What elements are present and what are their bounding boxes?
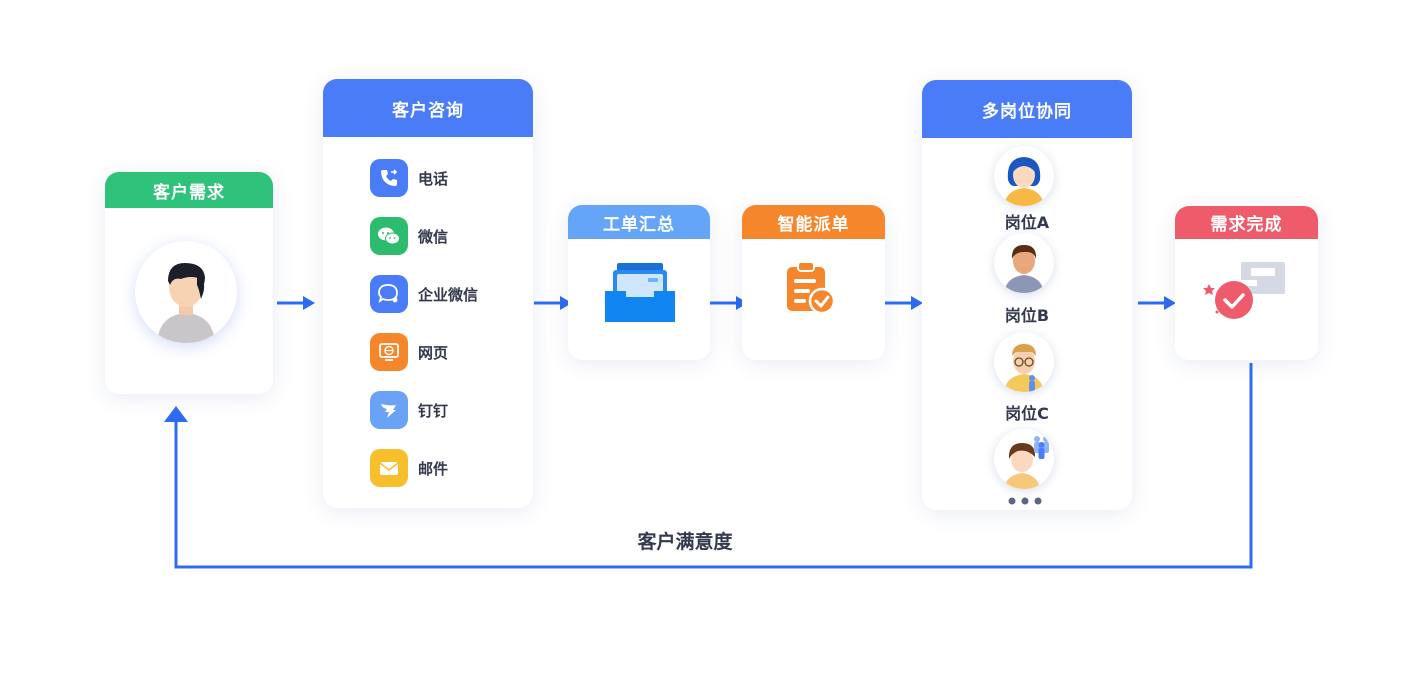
wecom-icon xyxy=(370,275,408,313)
smart-dispatch-card: 智能派单 xyxy=(742,205,885,360)
flow-arrow-2 xyxy=(534,296,572,310)
customer-need-title: 客户需求 xyxy=(105,172,273,208)
consultation-title: 客户咨询 xyxy=(323,79,533,137)
consultation-card: 客户咨询 电话 微信 企业微信 网页 钉钉 邮件 xyxy=(323,79,533,508)
channel-wechat[interactable]: 微信 xyxy=(370,217,448,255)
ticket-summary-title: 工单汇总 xyxy=(568,205,710,239)
clipboard-check-icon xyxy=(787,261,836,315)
inbox-tray-icon xyxy=(605,263,675,322)
channel-mail[interactable]: 邮件 xyxy=(370,449,448,487)
mail-icon xyxy=(370,449,408,487)
wechat-icon xyxy=(370,217,408,255)
role-more-avatar xyxy=(994,429,1054,489)
customer-person-icon xyxy=(157,263,215,343)
channel-label: 邮件 xyxy=(418,459,449,478)
role-c-avatar xyxy=(994,332,1054,392)
channel-label: 网页 xyxy=(418,343,449,362)
multi-role-card: 多岗位协同 岗位A 岗位B 岗位C xyxy=(922,80,1132,510)
customer-avatar xyxy=(135,241,237,343)
role-b-avatar xyxy=(994,233,1054,293)
channel-label: 企业微信 xyxy=(418,285,479,304)
flow-arrow-4 xyxy=(885,296,923,310)
channel-wecom[interactable]: 企业微信 xyxy=(370,275,478,313)
more-dots-icon xyxy=(1008,497,1042,505)
flow-arrow-1 xyxy=(277,296,315,310)
web-icon xyxy=(370,333,408,371)
channel-label: 微信 xyxy=(418,227,449,246)
role-a-label: 岗位A xyxy=(1004,213,1050,232)
dingtalk-icon xyxy=(370,391,408,429)
role-c-label: 岗位C xyxy=(1005,404,1049,423)
completed-check-icon xyxy=(1203,262,1285,319)
phone-icon xyxy=(370,159,408,197)
channel-dingtalk[interactable]: 钉钉 xyxy=(370,391,448,429)
feedback-label: 客户满意度 xyxy=(637,531,733,553)
ticket-summary-card: 工单汇总 xyxy=(568,205,710,360)
flow-arrow-5 xyxy=(1138,296,1176,310)
need-done-title: 需求完成 xyxy=(1175,206,1318,239)
smart-dispatch-title: 智能派单 xyxy=(742,205,885,239)
need-done-card: 需求完成 xyxy=(1175,206,1318,360)
channel-label: 钉钉 xyxy=(418,401,449,420)
multi-role-title: 多岗位协同 xyxy=(922,80,1132,138)
customer-need-card: 客户需求 xyxy=(105,172,273,394)
role-a-avatar xyxy=(994,146,1054,206)
role-b-label: 岗位B xyxy=(1004,306,1050,325)
channel-phone[interactable]: 电话 xyxy=(370,159,448,197)
channel-label: 电话 xyxy=(418,169,449,188)
channel-web[interactable]: 网页 xyxy=(370,333,448,371)
feedback-loop-arrow xyxy=(164,363,1253,569)
